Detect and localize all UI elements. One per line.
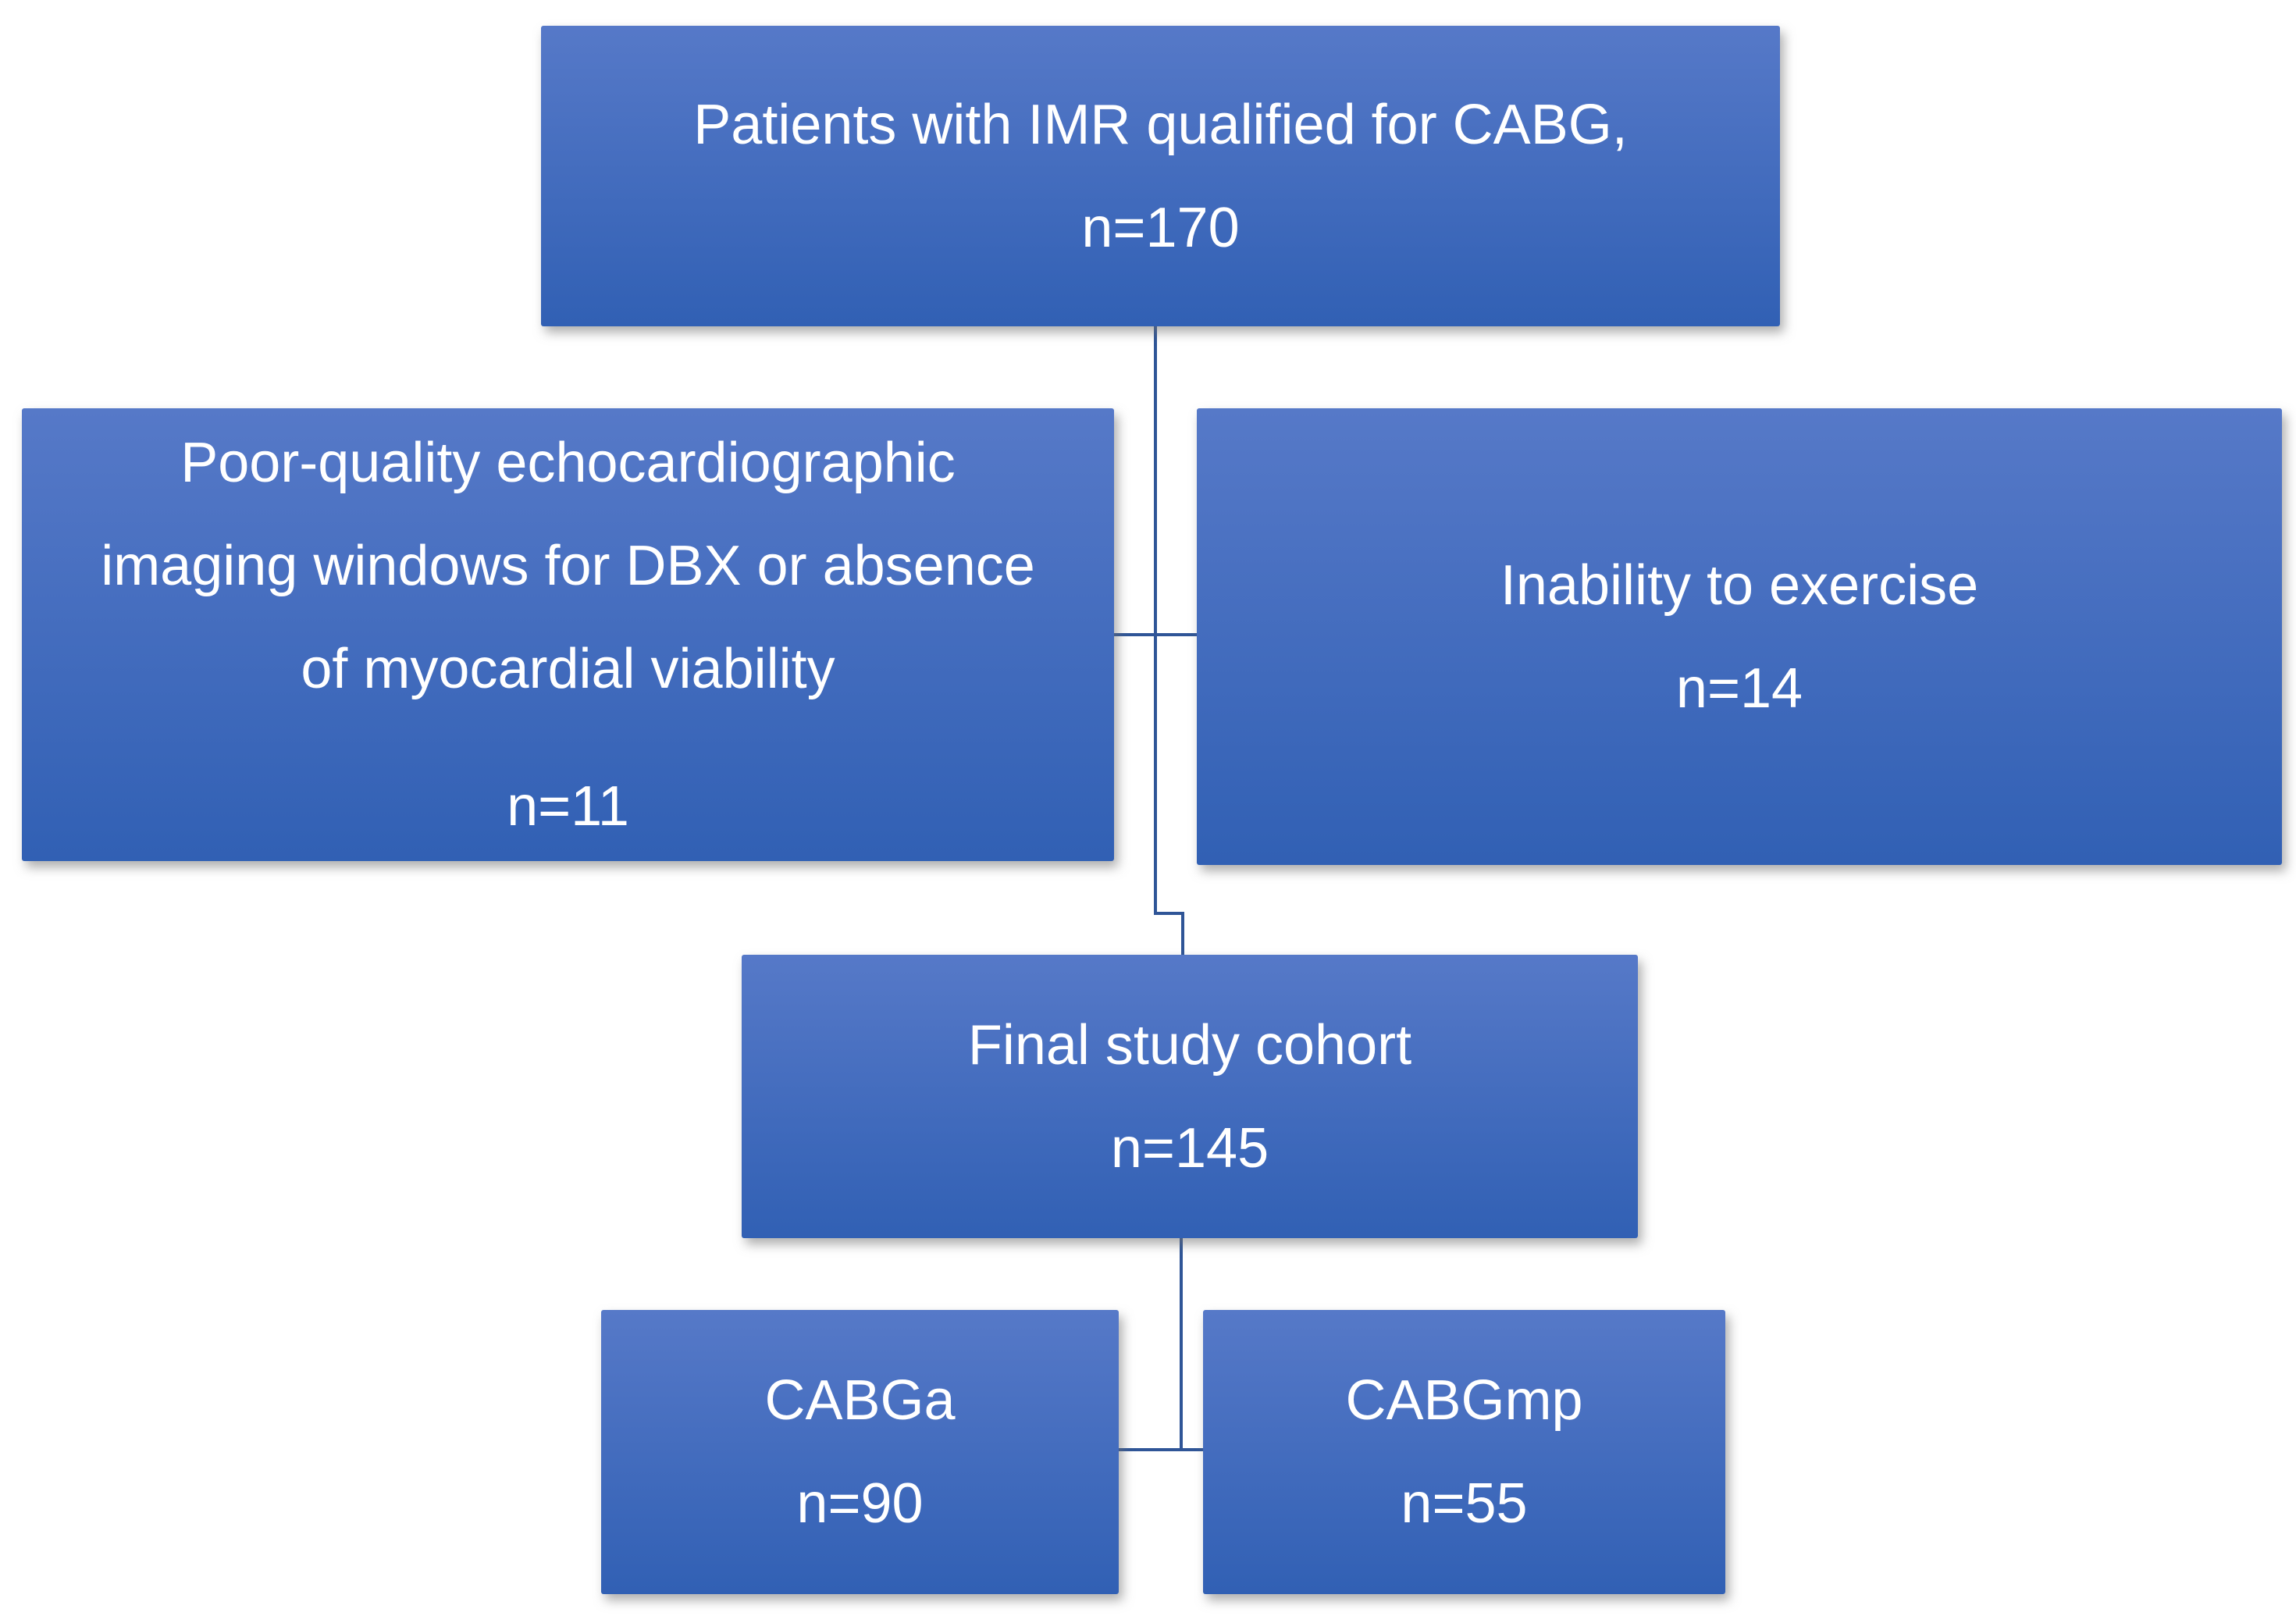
node-line: CABGa [764,1369,956,1432]
node-line: Inability to exercise [1500,553,1979,617]
connector-top-to-cohort-vertical [1154,326,1157,915]
connector-jog-horizontal [1154,912,1184,915]
connector-groups-horizontal [1114,1448,1203,1451]
node-line: n=55 [1401,1472,1528,1535]
connector-cohort-to-groups-vertical [1180,1238,1183,1451]
connector-exclusions-horizontal [1114,633,1197,636]
flowchart-node-cabgmp: CABGmp n=55 [1203,1310,1725,1594]
node-line: n=90 [796,1472,924,1535]
flowchart-node-cabga: CABGa n=90 [601,1310,1119,1594]
node-line: Poor-quality echocardiographic [180,432,956,494]
node-line: CABGmp [1345,1369,1583,1432]
node-line: Final study cohort [967,1013,1412,1077]
node-line: imaging windows for DBX or absence [101,535,1035,597]
flowchart-node-final-cohort: Final study cohort n=145 [742,955,1638,1238]
node-line: n=14 [1675,657,1803,720]
node-line: n=11 [507,775,629,838]
node-line: n=145 [1110,1116,1269,1180]
flowchart-node-exclusion-echo: Poor-quality echocardiographic imaging w… [22,408,1114,861]
node-line: n=170 [1081,196,1240,259]
flowchart-node-exclusion-exercise: Inability to exercise n=14 [1197,408,2282,865]
node-line: of myocardial viability [301,638,835,700]
node-line: Patients with IMR qualified for CABG, [693,93,1628,156]
flowchart-node-patients-qualified: Patients with IMR qualified for CABG, n=… [541,26,1780,326]
connector-into-cohort-vertical [1181,912,1184,955]
